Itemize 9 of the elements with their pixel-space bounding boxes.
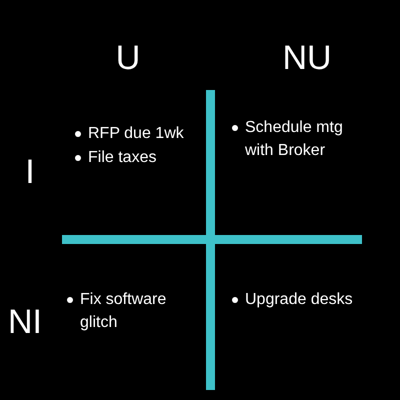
task-text: Schedule mtg with Broker	[245, 118, 344, 161]
task-text: RFP due 1wk	[88, 124, 185, 144]
axis-heading: NI	[7, 302, 43, 342]
task-text: File taxes	[88, 148, 158, 168]
task-text: Fix software glitch	[80, 290, 168, 333]
task-text: Upgrade desks	[245, 290, 354, 310]
axis-heading: I	[24, 152, 36, 192]
axis-heading: NU	[281, 38, 333, 78]
axis-heading: U	[114, 38, 142, 78]
